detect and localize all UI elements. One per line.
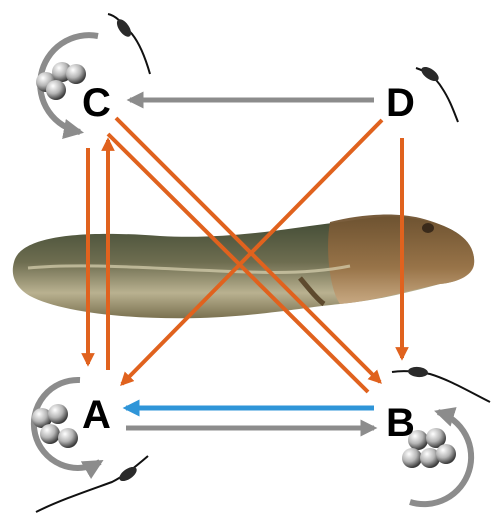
node-d: D	[386, 81, 415, 125]
sperm-icon	[392, 366, 490, 402]
sperm-icon	[108, 14, 150, 74]
sperm-icon	[416, 64, 458, 122]
node-a: A	[82, 393, 111, 437]
node-c: C	[82, 81, 111, 125]
node-b: B	[386, 401, 415, 445]
